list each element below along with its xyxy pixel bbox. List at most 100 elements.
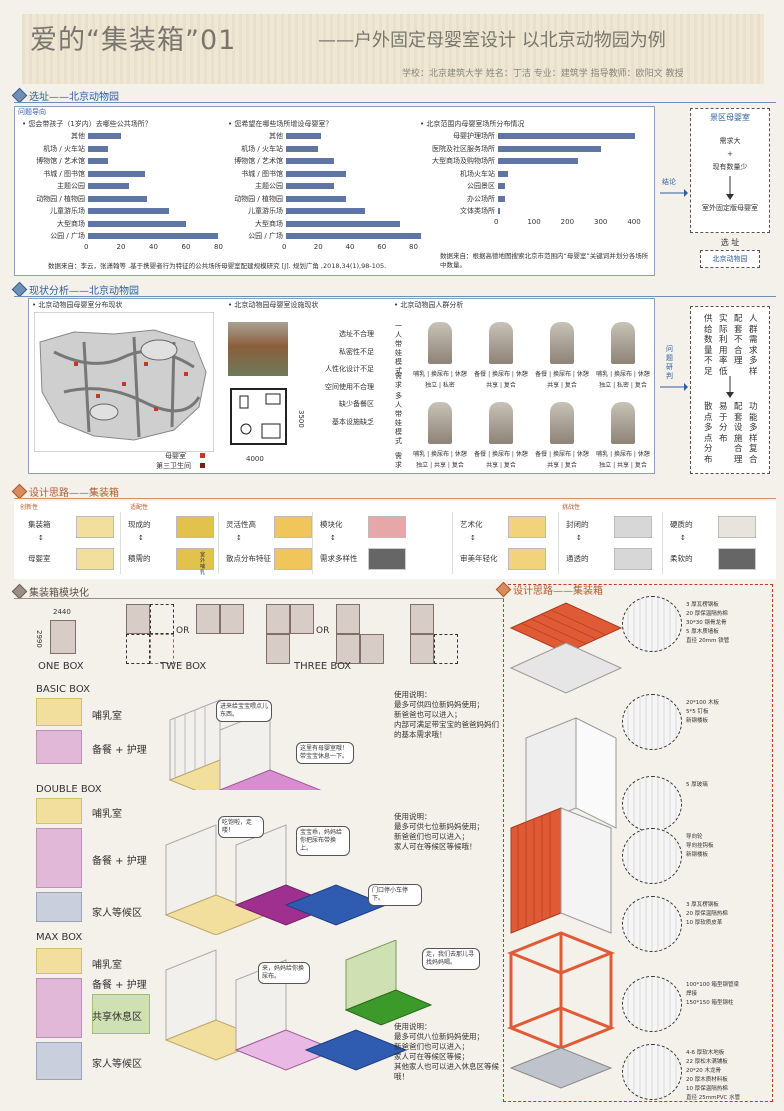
tick-label: 40 (149, 242, 158, 251)
tick-label: 40 (345, 242, 355, 251)
tag-challenging: 挑战性 (562, 504, 581, 511)
poster-subtitle: ——户外固定母婴室设计 以北京动物园为例 (318, 30, 666, 51)
crowd-row2-need: 需求 (395, 452, 402, 469)
detail-label: 20 厚保温隔热棉 (686, 611, 728, 617)
bar (286, 133, 321, 140)
summary-column: 实际利用率低 (719, 314, 728, 377)
max-room-prep: 备餐 + 护理 (92, 980, 147, 991)
bar-row: 儿童游乐场 (218, 205, 433, 218)
bar (88, 195, 147, 202)
tick-label: 0 (282, 242, 287, 251)
need-text: 哺乳 | 换尿布 | 休憩 (413, 371, 467, 378)
section1-head: 选址——北京动物园 (11, 87, 119, 103)
conclusion-box (690, 108, 770, 233)
double-swatch-prep (36, 828, 82, 888)
section4-head: 集装箱模块化 (11, 583, 89, 599)
bar (88, 183, 129, 190)
bar-row: 其他 (218, 130, 433, 143)
bar (88, 158, 108, 165)
person-figure (611, 322, 635, 364)
design-item-bottom: 需求多样性 (320, 554, 358, 563)
diamond-icon (11, 87, 28, 103)
double-bubble-1: 吃饱啦，走喽！ (218, 816, 264, 838)
detail-label: 100*100 箱型钢管梁 (686, 982, 739, 988)
dim-h: 2990 (35, 630, 43, 648)
person-figure (611, 402, 635, 444)
double-room-nursing: 哺乳室 (92, 809, 122, 820)
bar (88, 170, 145, 177)
section2-head: 现状分析——北京动物园 (11, 281, 139, 297)
or-label-2: OR (316, 626, 330, 636)
or-label-1: OR (176, 626, 190, 636)
three-box-c3 (434, 634, 458, 664)
design-item-divider (452, 512, 453, 574)
summary-column: 配套设施合理 (734, 402, 743, 465)
arrow-down-icon (726, 176, 734, 200)
source-note-2: 数据来自：根据高德地图搜索北京市范围内“母婴室”关键词并划分各场所中数量。 (440, 252, 649, 269)
legend-swatch-nursing (200, 453, 205, 458)
bar-row: 机场 / 火车站 (218, 143, 433, 156)
double-title: DOUBLE BOX (36, 784, 102, 795)
need-text: 独立 | 私密 (425, 382, 455, 389)
basic-swatch-prep (36, 730, 82, 764)
detail-label: 3 厚瓦楞钢板 (686, 602, 719, 608)
chart3-title: • 北京范围内母婴室场所分布情况 (420, 120, 525, 128)
person-figure (550, 322, 574, 364)
poster-title: 爱的“集装箱”01 (30, 25, 237, 56)
detail-circle (622, 896, 682, 952)
design-item-divider (120, 512, 121, 574)
detail-label: 新钢楼板 (686, 852, 709, 858)
bar-label: 大型商场 (57, 219, 85, 228)
few-existing: 现有数量少 (712, 163, 748, 171)
double-bubble-2: 宝宝乖，妈妈给你把尿布带换上。 (296, 826, 350, 856)
double-swatch-wait (36, 892, 82, 922)
bar (498, 208, 500, 215)
design-item-image (508, 548, 546, 570)
detail-label: 直径 25mmPVC 水管 (686, 1095, 741, 1101)
arrow-right-icon (660, 383, 688, 391)
bar-label: 公园 / 广场 (248, 232, 283, 241)
bar (286, 195, 347, 202)
bar-label: 博物馆 / 艺术馆 (36, 157, 85, 166)
one-box-module (50, 620, 76, 654)
design-item-image (76, 548, 114, 570)
need-text: 独立 | 共享 | 复合 (416, 462, 464, 469)
detail-label: 20 厚保温隔热棉 (686, 911, 728, 917)
summary-bottom: 散点多点分布易于分布配套设施合理功能多样复合 (700, 402, 764, 465)
bar-row: 母婴护理场所 (418, 130, 648, 143)
max-room-wait: 家人等候区 (92, 1059, 142, 1070)
design-item-top: 集装箱 (28, 520, 51, 529)
conclusion-box-title: 景区母婴室 (710, 113, 750, 122)
double-box-axon (164, 824, 388, 935)
legend-third-restroom: 第三卫生间 (156, 462, 191, 470)
bar-row: 办公场所 (418, 193, 648, 206)
bar-row: 公园 / 广场 (20, 230, 230, 243)
three-box-c2 (410, 634, 434, 664)
bar (286, 158, 334, 165)
basic-swatch-nursing (36, 698, 82, 726)
bar-label: 动物园 / 植物园 (234, 194, 283, 203)
design-item-image (368, 548, 406, 570)
detail-label: 焊接 (686, 991, 698, 997)
bar-label: 主题公园 (57, 182, 85, 191)
bar (88, 233, 218, 240)
two-box-a4 (150, 634, 174, 664)
bar-row: 博物馆 / 艺术馆 (218, 155, 433, 168)
bar-label: 其他 (71, 132, 85, 141)
crowd-grid: 哺乳 | 换尿布 | 休憩独立 | 私密备餐 | 换尿布 | 休憩共享 | 复合… (410, 316, 654, 476)
summary-column: 功能多样复合 (749, 402, 758, 465)
chart2-title: • 您希望在哪些场所增设母婴室？ (228, 120, 333, 128)
basic-title: BASIC BOX (36, 684, 90, 695)
detail-label: 10 厚软质皮革 (686, 920, 723, 926)
design-item-bottom: 审美年轻化 (460, 554, 498, 563)
label-three-box: THREE BOX (294, 661, 352, 672)
section3-title: 设计思路——集装箱 (29, 487, 119, 499)
tick-label: 60 (377, 242, 387, 251)
section4-rule (14, 598, 504, 599)
design-item-bottom: 積需的 (128, 554, 151, 563)
need-large: 需求大 (719, 137, 741, 145)
basic-note: 使用说明： 最多可供四位新妈妈使用； 新爸爸也可以进入； 内部可满足带宝宝的爸爸… (394, 690, 499, 739)
design-item-image (76, 516, 114, 538)
detail-label: 20 厚木质材料板 (686, 1077, 728, 1083)
need-text: 共享 | 复合 (486, 382, 516, 389)
